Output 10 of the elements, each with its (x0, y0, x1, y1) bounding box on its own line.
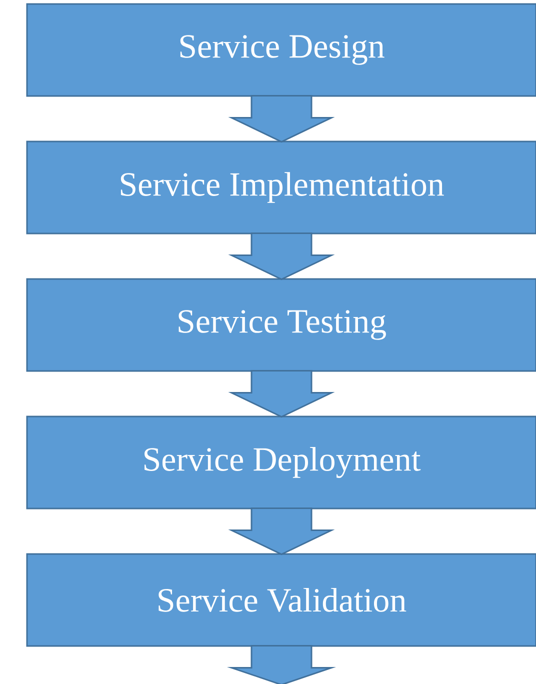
block-arrow (228, 95, 335, 143)
process-box: Service Implementation (26, 140, 536, 234)
block-arrow (226, 645, 336, 684)
block-arrow (228, 370, 335, 418)
process-box: Service Validation (26, 553, 536, 647)
block-arrow (228, 508, 335, 556)
process-box: Service Deployment (26, 416, 536, 510)
process-box: Service Testing (26, 278, 536, 372)
block-arrow (228, 232, 335, 280)
process-box: Service Design (26, 3, 536, 97)
